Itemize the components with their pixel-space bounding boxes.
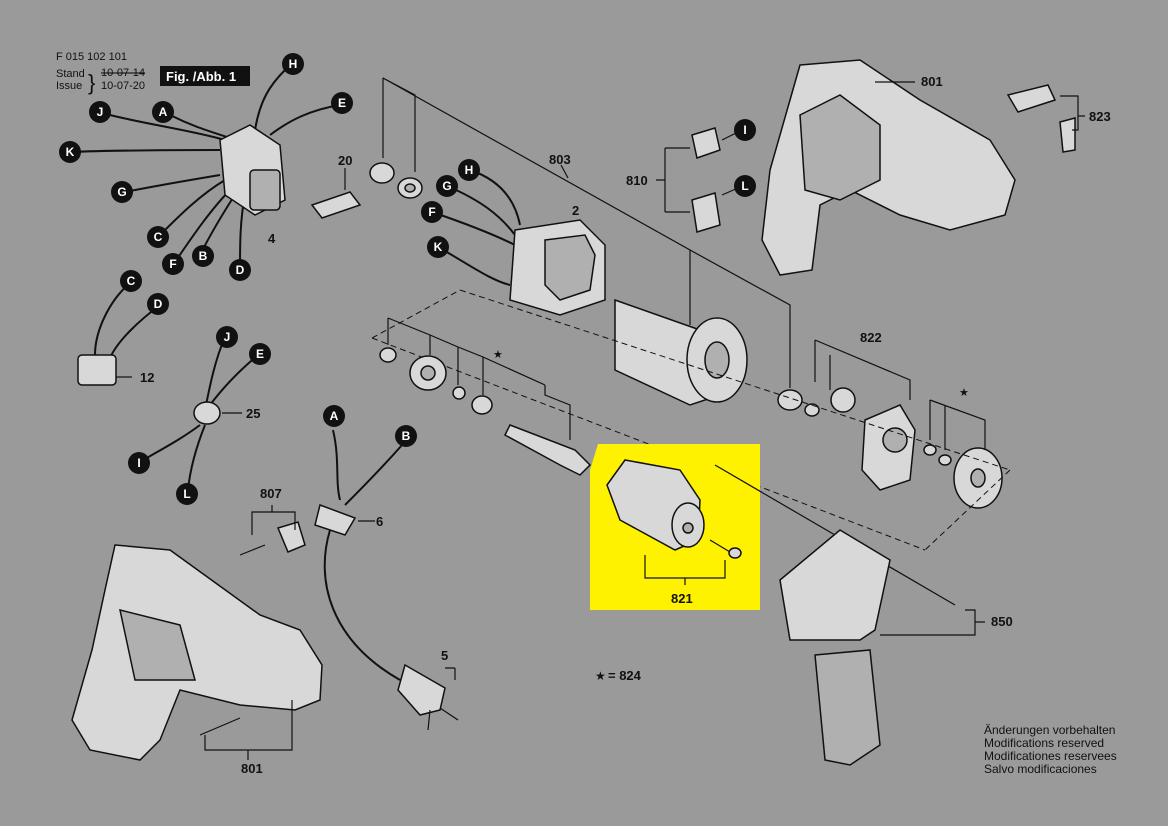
gear-train [861,404,1003,509]
marker-f2-icon: F [421,201,443,223]
svg-text:A: A [330,409,339,423]
marker-l2-icon: L [734,175,756,197]
marker-j-icon: J [89,101,111,123]
marker-i2-icon: I [734,119,756,141]
part-label-850: 850 [991,614,1013,629]
doc-number: F 015 102 101 [56,51,127,63]
svg-text:B: B [402,429,411,443]
svg-text:D: D [236,263,245,277]
marker-c-icon: C [147,226,169,248]
footer-note-fr: Modificationes reservees [984,749,1117,763]
part-label-807: 807 [260,486,282,501]
svg-text:E: E [338,96,346,110]
svg-text:L: L [741,179,748,193]
svg-text:H: H [289,57,298,71]
marker-g2-icon: G [436,175,458,197]
issue-label: Issue [56,80,82,92]
part-label-823: 823 [1089,109,1111,124]
marker-l-icon: L [176,483,198,505]
stand-date: 10-07-14 [101,67,145,79]
part-label-810: 810 [626,173,648,188]
shaft-parts [379,347,592,476]
svg-text:D: D [154,297,163,311]
part-label-25: 25 [246,406,260,421]
part-label-2: 2 [572,203,579,218]
power-cord [314,429,459,731]
part-label-822: 822 [860,330,882,345]
part-label-20: 20 [338,153,352,168]
marker-b2-icon: B [395,425,417,447]
svg-text:L: L [183,487,190,501]
svg-text:I: I [137,456,140,470]
part-label-801-bottom: 801 [241,761,263,776]
housing-half [761,59,1016,276]
svg-text:H: H [465,163,474,177]
svg-text:I: I [743,123,746,137]
marker-e-icon: E [331,92,353,114]
marker-a2-icon: A [323,405,345,427]
marker-g-icon: G [111,181,133,203]
figure-label: Fig. /Abb. 1 [166,69,236,84]
svg-text:E: E [256,347,264,361]
star-marker-icon: ★ [959,386,969,399]
marker-h-icon: H [282,53,304,75]
svg-text:C: C [127,274,136,288]
brace-icon: } [88,70,95,95]
lever-parts [1006,84,1076,153]
svg-text:B: B [199,249,208,263]
marker-a-icon: A [152,101,174,123]
footer-note-en: Modifications reserved [984,736,1104,750]
marker-k2-icon: K [427,236,449,258]
svg-text:J: J [224,330,231,344]
marker-j2-icon: J [216,326,238,348]
stand-label: Stand [56,68,85,80]
svg-text:K: K [434,240,443,254]
star-marker-icon: ★ [493,348,503,361]
part-label-4: 4 [268,231,276,246]
part-label-5: 5 [441,648,448,663]
part-label-6: 6 [376,514,383,529]
marker-b-icon: B [192,245,214,267]
marker-k-icon: K [59,141,81,163]
svg-text:G: G [442,179,451,193]
marker-h2-icon: H [458,159,480,181]
star-note-symbol: ★ [595,669,606,683]
svg-text:A: A [159,105,168,119]
svg-text:G: G [117,185,126,199]
star-note-text: = 824 [608,668,642,683]
marker-d-icon: D [229,259,251,281]
figure-label-box [160,66,250,86]
marker-f-icon: F [162,253,184,275]
svg-text:F: F [428,205,435,219]
svg-text:K: K [66,145,75,159]
svg-text:C: C [154,230,163,244]
svg-text:J: J [97,105,104,119]
svg-text:F: F [169,257,176,271]
marker-e2-icon: E [249,343,271,365]
part-label-821: 821 [671,591,693,606]
brush-holders [691,127,721,233]
marker-c2-icon: C [120,270,142,292]
footer-note-de: Änderungen vorbehalten [984,723,1115,737]
footer-note-es: Salvo modificaciones [984,762,1097,776]
marker-i-icon: I [128,452,150,474]
part-label-12: 12 [140,370,154,385]
marker-d2-icon: D [147,293,169,315]
highlighted-chuck-821 [590,444,760,610]
side-handle [714,464,956,766]
motor-parts [369,162,856,417]
drill-housing [71,544,323,761]
part-label-801-top: 801 [921,74,943,89]
switch-assembly [69,69,341,269]
part-20-shape [310,191,362,219]
issue-date: 10-07-20 [101,80,145,92]
part-label-803: 803 [549,152,571,167]
part-807-shape [239,521,306,556]
letter-markers: H E J A K G C F B D C D J E I L H G F K … [59,53,756,505]
